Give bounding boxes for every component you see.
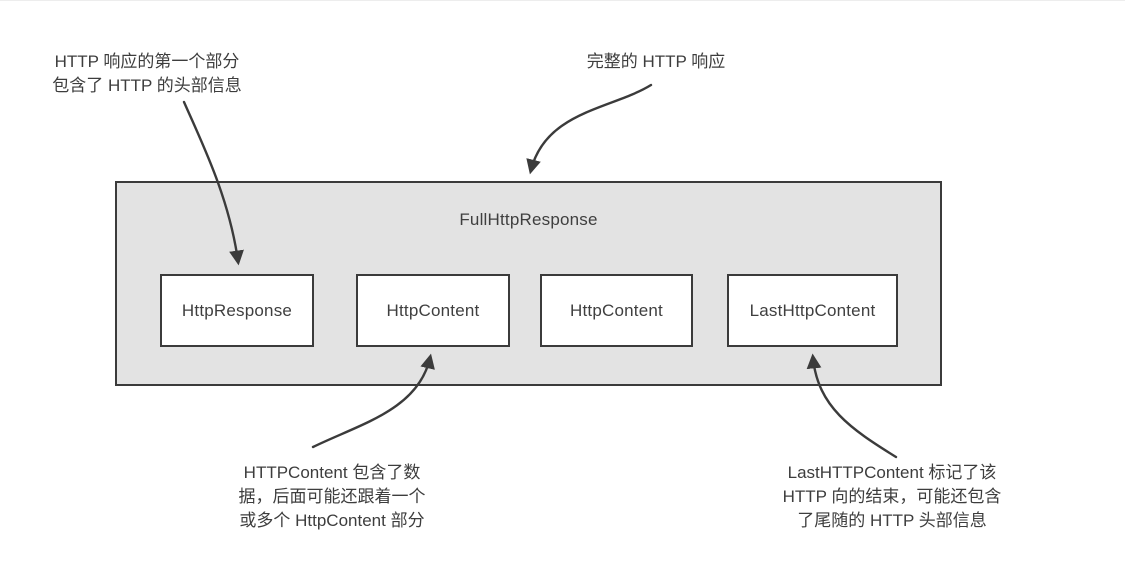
annotation-line: HTTP 响应的第一个部分 [54,52,240,71]
httpcontent-label-1: HttpContent [386,300,480,320]
fullhttpresponse-box: FullHttpResponse HttpResponse HttpConten… [115,181,942,386]
annotation-bottom-left: HTTPContent 包含了数 据，后面可能还跟着一个 或多个 HttpCon… [212,461,452,533]
annotation-line: 包含了 HTTP 的头部信息 [52,76,242,95]
annotation-line: 据，后面可能还跟着一个 [238,487,426,506]
arrow-topcenter-to-fullhttpresponse [526,83,653,175]
httpcontent-label-2: HttpContent [570,300,663,320]
annotation-line: HTTP 向的结束，可能还包含 [782,487,1002,506]
fullhttpresponse-label: FullHttpResponse [459,210,598,229]
httpresponse-label: HttpResponse [181,300,293,320]
annotation-line: 或多个 HttpContent 部分 [239,511,425,530]
annotation-line: 完整的 HTTP 响应 [586,52,726,71]
httpcontent-box-1: HttpContent [356,274,510,347]
lasthttpcontent-label: LastHttpContent [749,300,876,320]
lasthttpcontent-box: LastHttpContent [727,274,898,347]
annotation-line: LastHTTPContent 标记了该 [787,463,997,482]
annotation-top-center: 完整的 HTTP 响应 [556,50,756,74]
httpcontent-box-2: HttpContent [540,274,693,347]
httpresponse-box: HttpResponse [160,274,314,347]
annotation-line: 了尾随的 HTTP 头部信息 [797,511,987,530]
annotation-line: HTTPContent 包含了数 [243,463,421,482]
annotation-top-left: HTTP 响应的第一个部分 包含了 HTTP 的头部信息 [27,50,267,98]
annotation-bottom-right: LastHTTPContent 标记了该 HTTP 向的结束，可能还包含 了尾随… [760,461,1024,533]
